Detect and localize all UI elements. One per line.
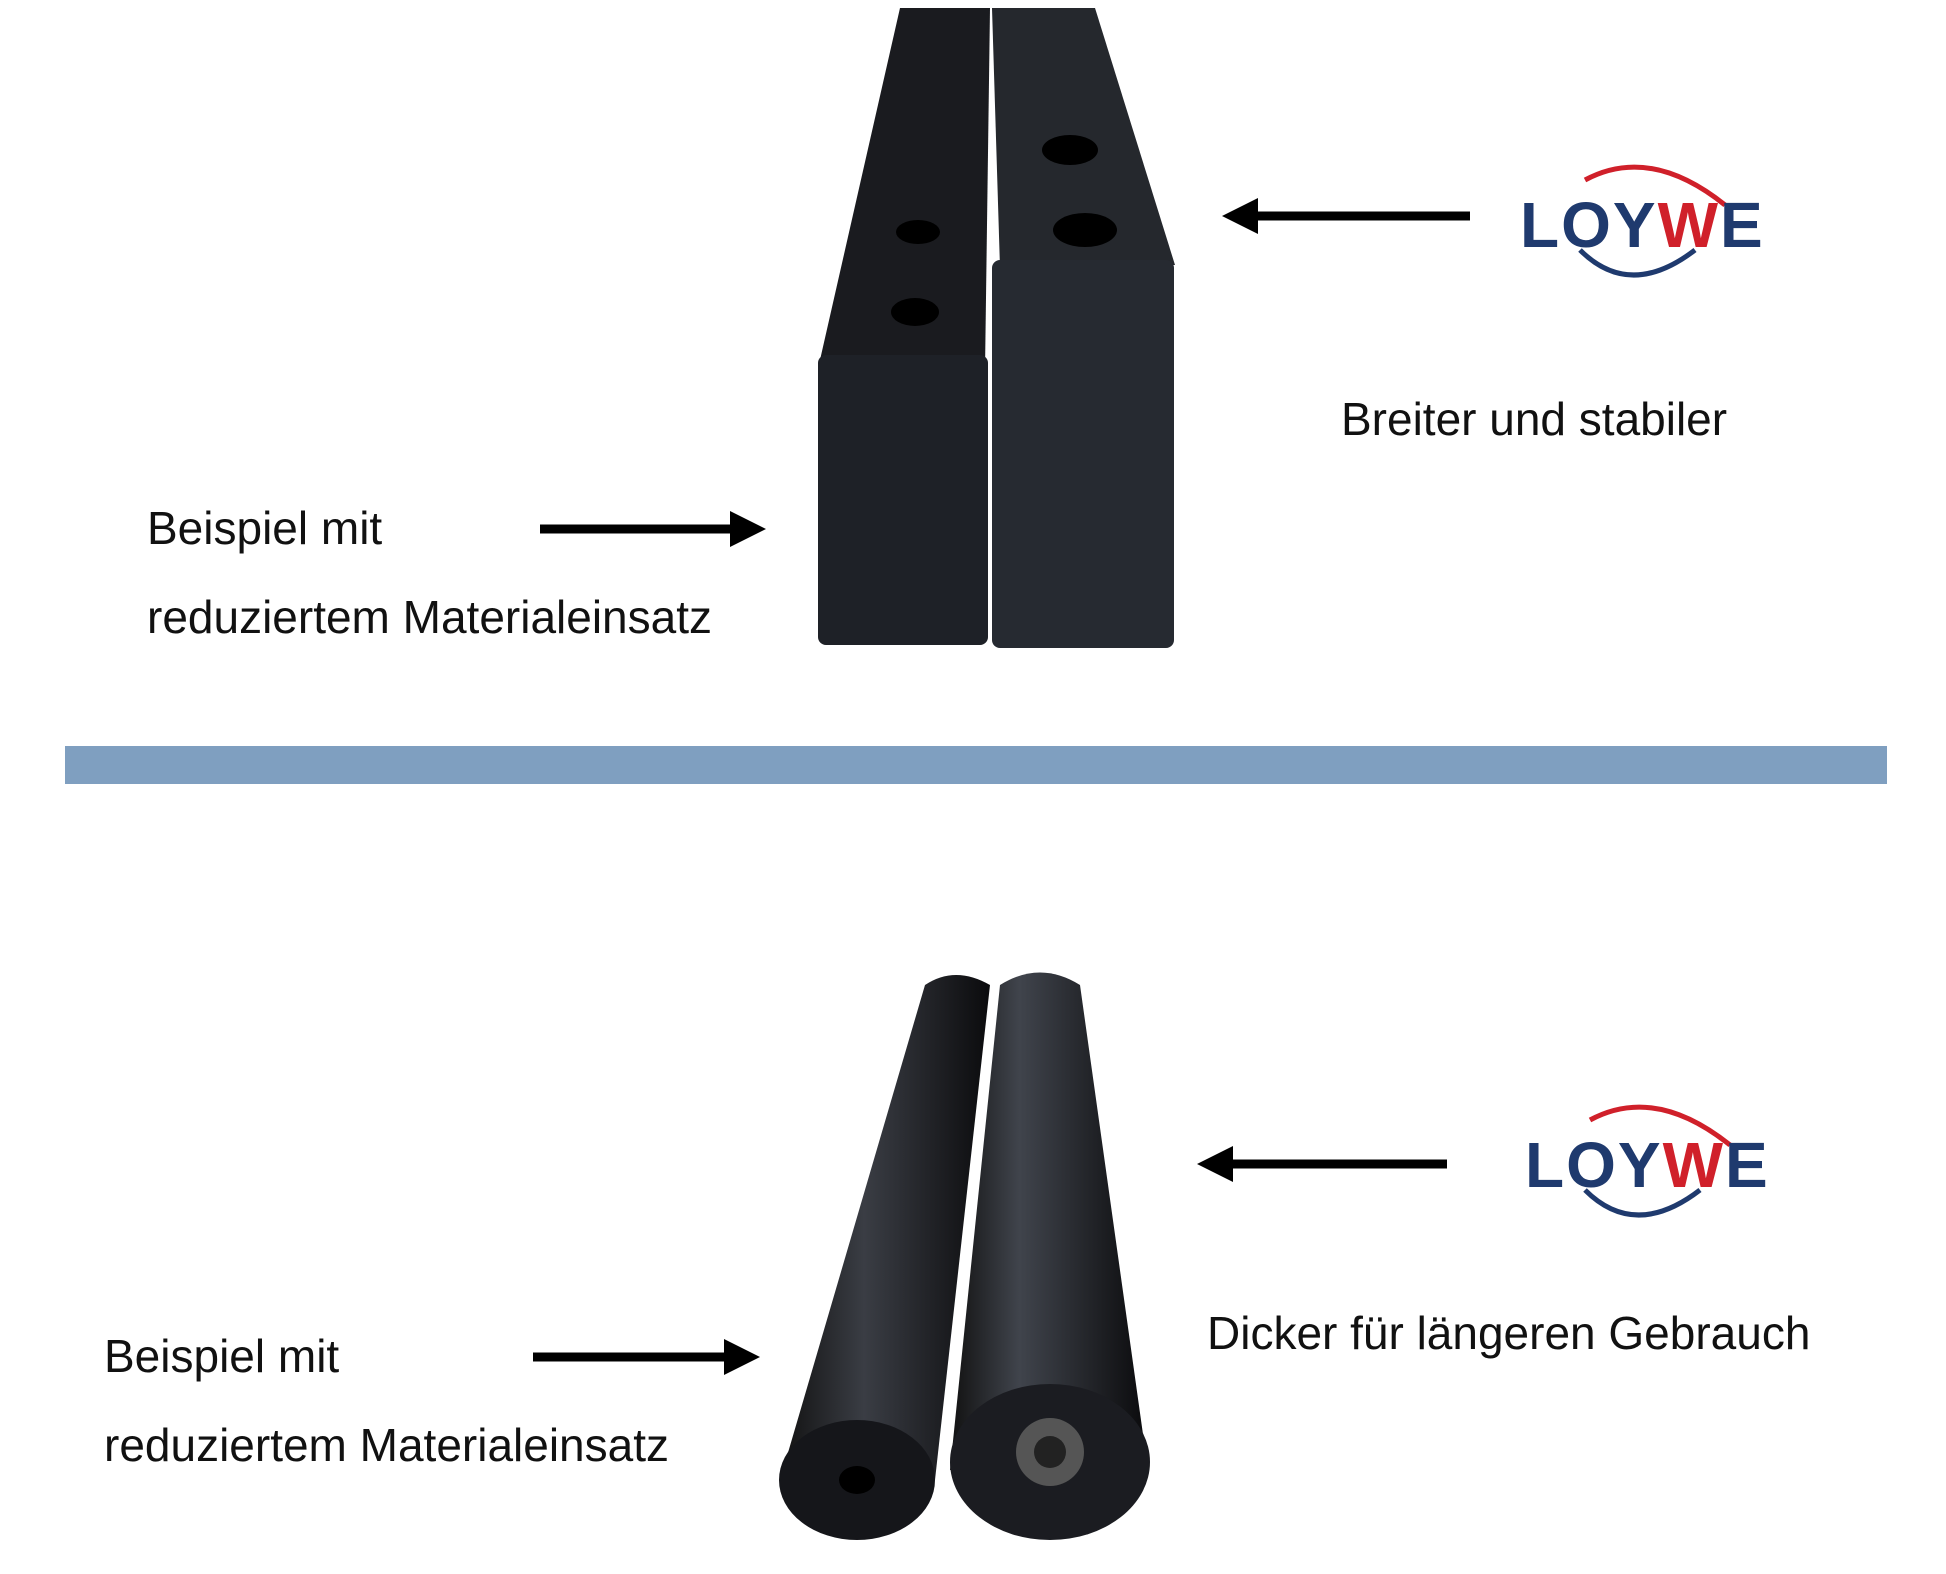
wide-square-tube [992, 8, 1175, 648]
loywe-logo-top: LOYWE [1510, 150, 1790, 280]
comparison-label-line1: Beispiel mit [104, 1330, 340, 1382]
comparison-label-line2: reduziertem Materialeinsatz [104, 1419, 670, 1471]
narrow-square-tube [818, 8, 990, 645]
brand-benefit-text: Breiter und stabiler [1341, 393, 1728, 445]
loywe-logo-bottom: LOYWE [1515, 1090, 1795, 1220]
comparison-label-line1: Beispiel mit [147, 502, 383, 554]
thin-round-tube [779, 975, 990, 1540]
brand-name: LOYWE [1525, 1129, 1770, 1201]
brand-name: LOYWE [1520, 189, 1765, 261]
brand-benefit-text: Dicker für längeren Gebrauch [1207, 1307, 1811, 1359]
comparison-label-line2: reduziertem Materialeinsatz [147, 591, 713, 643]
thick-round-tube [950, 972, 1150, 1540]
section-divider [65, 746, 1887, 784]
